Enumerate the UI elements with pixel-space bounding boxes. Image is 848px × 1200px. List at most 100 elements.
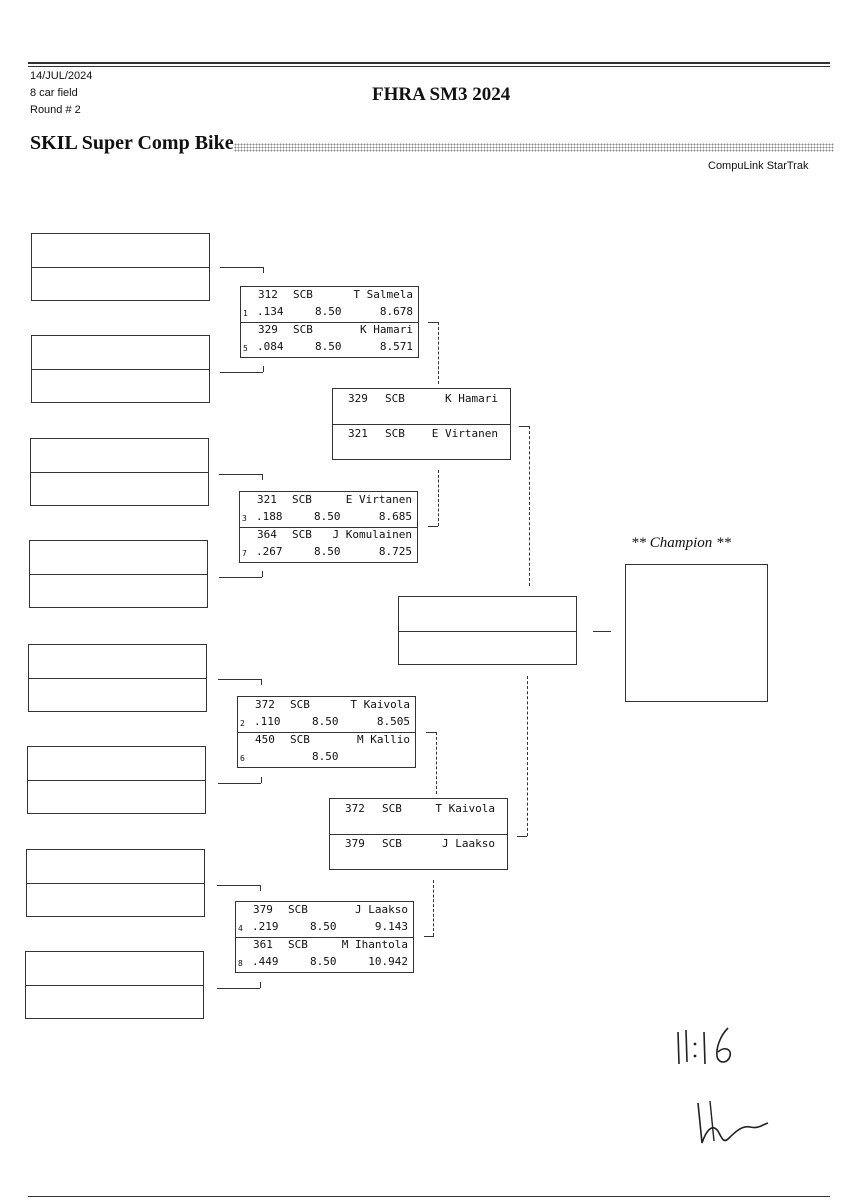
connector <box>262 571 263 577</box>
racer-name: K Hamari <box>445 392 498 405</box>
connector <box>433 880 434 936</box>
matchup-3: 372 SCB T Kaivola 2 .110 8.50 8.505 450 … <box>237 696 416 768</box>
reaction-time: .267 <box>256 545 283 558</box>
racer-class: SCB <box>385 392 405 405</box>
connector <box>261 679 262 685</box>
connector <box>263 366 264 372</box>
racer-class: SCB <box>290 733 310 746</box>
lane-number: 4 <box>238 924 243 933</box>
racer-name: J Laakso <box>442 837 495 850</box>
racer-number: 329 <box>348 392 368 405</box>
racer-number: 450 <box>255 733 275 746</box>
racer-number: 379 <box>253 903 273 916</box>
header-date: 14/JUL/2024 <box>30 70 93 82</box>
connector <box>436 732 437 794</box>
semi-1: 329 SCB K Hamari 321 SCB E Virtanen <box>332 388 511 460</box>
racer-class: SCB <box>385 427 405 440</box>
elapsed-time: 8.685 <box>378 510 412 523</box>
lane-number: 5 <box>243 344 248 353</box>
dial-in: 8.50 <box>310 955 337 968</box>
connector <box>217 885 260 886</box>
connector <box>519 426 529 427</box>
connector <box>426 732 436 733</box>
handwritten-signature <box>697 1100 769 1144</box>
connector <box>260 982 261 988</box>
reaction-time: .219 <box>252 920 279 933</box>
racer-name: E Virtanen <box>345 493 412 506</box>
connector <box>218 679 261 680</box>
matchup-2: 321 SCB E Virtanen 3 .188 8.50 8.685 364… <box>239 491 418 563</box>
dial-in: 8.50 <box>314 545 341 558</box>
racer-class: SCB <box>382 837 402 850</box>
header-round: Round # 2 <box>30 104 81 116</box>
entry-box-8 <box>25 951 204 1019</box>
racer-number: 312 <box>258 288 278 301</box>
connector <box>527 676 528 836</box>
reaction-time: .110 <box>254 715 281 728</box>
top-rule-thin <box>28 66 830 67</box>
racer-class: SCB <box>290 698 310 711</box>
racer-class: SCB <box>288 938 308 951</box>
entry-box-3 <box>30 438 209 506</box>
entry-box-1 <box>31 233 210 301</box>
connector <box>217 988 260 989</box>
lane-number: 3 <box>242 514 247 523</box>
lane-number: 8 <box>238 959 243 968</box>
racer-name: M Kallio <box>357 733 410 746</box>
connector <box>260 885 261 891</box>
champion-box <box>625 564 768 702</box>
connector <box>219 577 262 578</box>
racer-name: K Hamari <box>360 323 413 336</box>
racer-number: 321 <box>257 493 277 506</box>
connector <box>219 474 262 475</box>
racer-number: 372 <box>255 698 275 711</box>
racer-class: SCB <box>292 493 312 506</box>
dial-in: 8.50 <box>315 305 342 318</box>
elapsed-time: 10.942 <box>368 955 408 968</box>
racer-class: SCB <box>293 323 313 336</box>
connector <box>424 936 434 937</box>
reaction-time: .134 <box>257 305 284 318</box>
semi-2: 372 SCB T Kaivola 379 SCB J Laakso <box>329 798 508 870</box>
brand-name: CompuLink StarTrak <box>708 160 809 172</box>
connector <box>593 631 611 632</box>
champion-label: ** Champion ** <box>631 535 732 551</box>
lane-number: 2 <box>240 719 245 728</box>
racer-name: T Salmela <box>353 288 413 301</box>
connector <box>529 426 530 586</box>
racer-class: SCB <box>292 528 312 541</box>
lane-number: 1 <box>243 309 248 318</box>
bottom-rule <box>28 1196 830 1197</box>
dial-in: 8.50 <box>310 920 337 933</box>
racer-name: E Virtanen <box>431 427 498 440</box>
entry-box-5 <box>28 644 207 712</box>
reaction-time: .188 <box>256 510 283 523</box>
event-title: FHRA SM3 2024 <box>372 84 511 105</box>
connector <box>428 322 438 323</box>
dial-in: 8.50 <box>315 340 342 353</box>
racer-number: 372 <box>345 802 365 815</box>
connector <box>263 267 264 273</box>
lane-number: 6 <box>240 754 245 763</box>
connector <box>220 372 263 373</box>
handwritten-time <box>677 1027 732 1065</box>
racer-class: SCB <box>288 903 308 916</box>
racer-number: 321 <box>348 427 368 440</box>
connector <box>220 267 263 268</box>
racer-name: J Laakso <box>355 903 408 916</box>
racer-class: SCB <box>293 288 313 301</box>
connector <box>262 474 263 480</box>
matchup-4: 379 SCB J Laakso 4 .219 8.50 9.143 361 S… <box>235 901 414 973</box>
reaction-time: .084 <box>257 340 284 353</box>
final-box <box>398 596 577 665</box>
entry-box-2 <box>31 335 210 403</box>
entry-box-7 <box>26 849 205 917</box>
dial-in: 8.50 <box>312 750 339 763</box>
entry-box-6 <box>27 746 206 814</box>
racer-number: 329 <box>258 323 278 336</box>
elapsed-time: 8.725 <box>378 545 412 558</box>
connector <box>261 777 262 783</box>
elapsed-time: 8.505 <box>376 715 410 728</box>
racer-name: M Ihantola <box>341 938 408 951</box>
racer-name: T Kaivola <box>350 698 410 711</box>
